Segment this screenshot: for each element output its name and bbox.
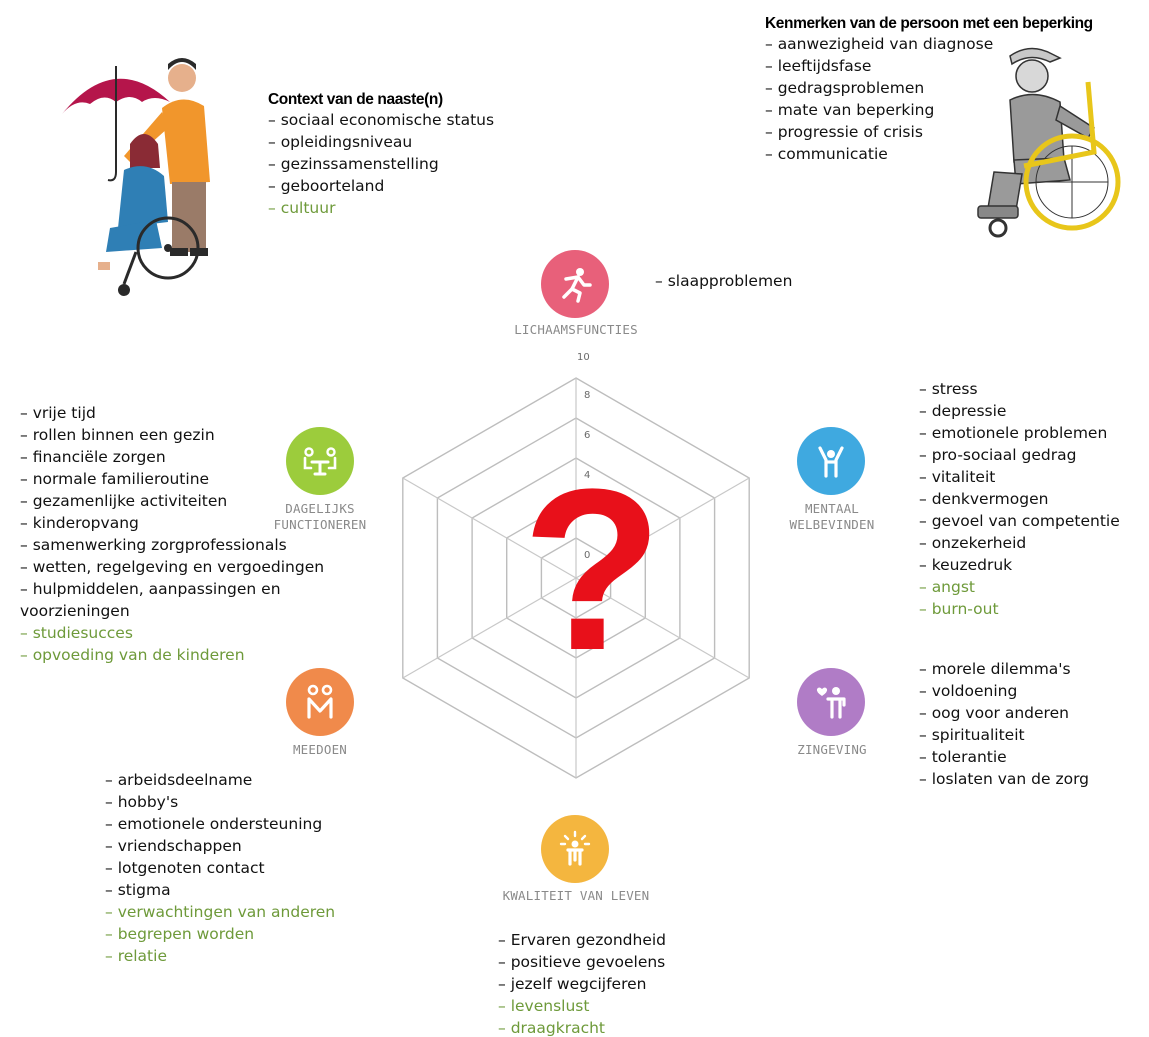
- radar-tick-4: 4: [584, 470, 591, 481]
- list-item: keuzedruk: [919, 554, 1120, 576]
- list-item: stress: [919, 378, 1120, 400]
- list-item: verwachtingen van anderen: [105, 901, 335, 923]
- list-item: morele dilemma's: [919, 658, 1089, 680]
- list-item: tolerantie: [919, 746, 1089, 768]
- list-item: gedragsproblemen: [765, 77, 1105, 99]
- list-item: gevoel van competentie: [919, 510, 1120, 532]
- list-item: begrepen worden: [105, 923, 335, 945]
- list-item: jezelf wegcijferen: [498, 973, 666, 995]
- radar-spoke: [402, 577, 577, 679]
- context-naasten-block: Context van de naaste(n) sociaal economi…: [268, 90, 494, 219]
- kwaliteit-van-leven-list: Ervaren gezondheidpositieve gevoelensjez…: [498, 929, 666, 1037]
- list-item: vrije tijd: [20, 402, 350, 424]
- list-item: voldoening: [919, 680, 1089, 702]
- lichaamsfuncties-icon: [541, 250, 609, 318]
- list-item: normale familieroutine: [20, 468, 350, 490]
- zingeving-label: ZINGEVING: [797, 742, 867, 757]
- list-item: loslaten van de zorg: [919, 768, 1089, 790]
- lichaamsfuncties-list: slaapproblemen: [655, 270, 793, 292]
- list-item: vriendschappen: [105, 835, 335, 857]
- list-item: studiesucces: [20, 622, 350, 644]
- zingeving-icon: [797, 668, 865, 736]
- meedoen-list: arbeidsdeelnamehobby'semotionele onderst…: [105, 769, 335, 967]
- list-item: geboorteland: [268, 175, 494, 197]
- list-item: relatie: [105, 945, 335, 967]
- list-item: emotionele ondersteuning: [105, 813, 335, 835]
- radar-tick-6: 6: [584, 430, 591, 441]
- list-item: gezinssamenstelling: [268, 153, 494, 175]
- list-item: cultuur: [268, 197, 494, 219]
- radar-spoke: [402, 477, 577, 579]
- mentaal-welbevinden-icon: [797, 427, 865, 495]
- list-item: onzekerheid: [919, 532, 1120, 554]
- meedoen-label: MEEDOEN: [292, 742, 348, 757]
- list-item: vitaliteit: [919, 466, 1120, 488]
- list-item: opleidingsniveau: [268, 131, 494, 153]
- list-item: hulpmiddelen, aanpassingen en voorzienin…: [20, 578, 350, 622]
- lichaamsfuncties-label: LICHAAMSFUNCTIES: [514, 322, 638, 337]
- radar-tick-0: 0: [584, 550, 591, 561]
- list-item: leeftijdsfase: [765, 55, 1105, 77]
- list-item: financiële zorgen: [20, 446, 350, 468]
- radar-spoke: [575, 577, 750, 679]
- list-item: slaapproblemen: [655, 270, 793, 292]
- list-item: denkvermogen: [919, 488, 1120, 510]
- context-naasten-title: Context van de naaste(n): [268, 91, 443, 108]
- list-item: gezamenlijke activiteiten: [20, 490, 350, 512]
- list-item: burn-out: [919, 598, 1120, 620]
- list-item: draagkracht: [498, 1017, 666, 1037]
- list-item: positieve gevoelens: [498, 951, 666, 973]
- list-item: aanwezigheid van diagnose: [765, 33, 1105, 55]
- mentaal-welbevinden-label: MENTAAL WELBEVINDEN: [789, 501, 875, 532]
- list-item: progressie of crisis: [765, 121, 1105, 143]
- list-item: hobby's: [105, 791, 335, 813]
- list-item: oog voor anderen: [919, 702, 1089, 724]
- caregiver-umbrella-illustration: [62, 58, 210, 296]
- radar-spoke: [575, 477, 750, 579]
- list-item: wetten, regelgeving en vergoedingen: [20, 556, 350, 578]
- question-mark: ?: [522, 441, 663, 698]
- list-item: kinderopvang: [20, 512, 350, 534]
- list-item: spiritualiteit: [919, 724, 1089, 746]
- context-naasten-list: sociaal economische statusopleidingsnive…: [268, 109, 494, 219]
- list-item: lotgenoten contact: [105, 857, 335, 879]
- kwaliteit-van-leven-icon: [541, 815, 609, 883]
- list-item: communicatie: [765, 143, 1105, 165]
- list-item: levenslust: [498, 995, 666, 1017]
- list-item: emotionele problemen: [919, 422, 1120, 444]
- list-item: arbeidsdeelname: [105, 769, 335, 791]
- dagelijks-functioneren-list: vrije tijdrollen binnen een gezinfinanci…: [20, 402, 350, 666]
- list-item: angst: [919, 576, 1120, 598]
- meedoen-icon: [286, 668, 354, 736]
- kwaliteit-van-leven-label: KWALITEIT VAN LEVEN: [502, 888, 650, 903]
- list-item: sociaal economische status: [268, 109, 494, 131]
- kenmerken-persoon-block: Kenmerken van de persoon met een beperki…: [765, 14, 1105, 165]
- radar-tick-10: 10: [577, 352, 590, 363]
- list-item: opvoeding van de kinderen: [20, 644, 350, 666]
- mentaal-welbevinden-list: stressdepressieemotionele problemenpro-s…: [919, 378, 1120, 620]
- zingeving-list: morele dilemma'svoldoeningoog voor ander…: [919, 658, 1089, 790]
- list-item: rollen binnen een gezin: [20, 424, 350, 446]
- radar-tick-8: 8: [584, 390, 591, 401]
- kenmerken-persoon-title: Kenmerken van de persoon met een beperki…: [765, 15, 1093, 32]
- list-item: samenwerking zorgprofessionals: [20, 534, 350, 556]
- list-item: pro-sociaal gedrag: [919, 444, 1120, 466]
- list-item: mate van beperking: [765, 99, 1105, 121]
- list-item: stigma: [105, 879, 335, 901]
- list-item: Ervaren gezondheid: [498, 929, 666, 951]
- list-item: depressie: [919, 400, 1120, 422]
- kenmerken-persoon-list: aanwezigheid van diagnoseleeftijdsfasege…: [765, 33, 1105, 165]
